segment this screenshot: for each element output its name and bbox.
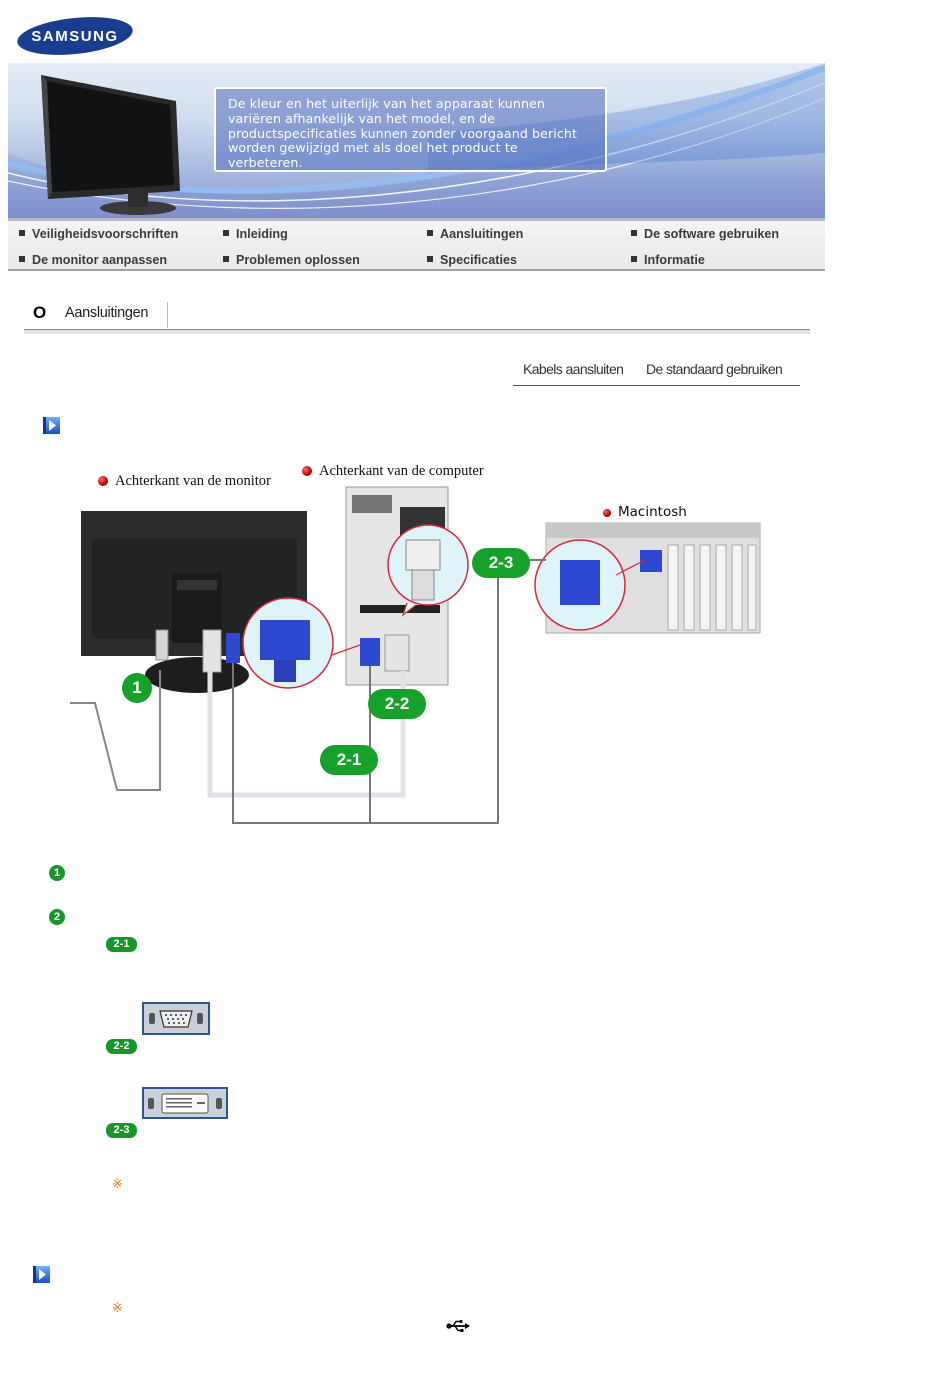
d-sub-connector-icon [142,1002,210,1035]
dsub-plug-mac [640,550,662,572]
nav-item-specificaties[interactable]: Specificaties [427,253,517,267]
connection-diagram-graphic [70,486,761,824]
connection-diagram: Achterkant van de monitor Achterkant van… [60,455,780,835]
bullet-square-icon [427,230,433,236]
label-macintosh: Macintosh [603,504,687,520]
dvi-zoom-connector [405,539,441,571]
sub-tabs: Kabels aansluiten De standaard gebruiken [513,360,800,386]
dvi-plug-computer [384,634,410,672]
dsub-plug-computer [360,638,380,666]
header-banner: De kleur en het uiterlijk van het appara… [8,63,825,218]
dvi-cable [207,670,406,798]
computer-vent [352,495,392,513]
substep-marker-2-3: 2-3 [106,1123,137,1138]
dsub-zoom-connector [260,620,310,660]
dvi-connector-icon [142,1087,228,1119]
bullet-square-icon [19,230,25,236]
power-cable [70,670,161,791]
nav-label: De monitor aanpassen [32,253,168,267]
substep-marker-2-1: 2-1 [106,937,137,952]
label-text: Macintosh [618,504,687,520]
nav-label: Informatie [644,253,705,267]
bullet-square-icon [631,230,637,236]
page-title: Aansluitingen [65,305,149,321]
dsub-cable [232,663,371,824]
notice-line: productspecificaties kunnen zonder voorg… [228,125,577,141]
nav-item-inleiding[interactable]: Inleiding [223,227,288,241]
mac-zoom-connector [560,560,600,605]
note-marker-icon: ※ [112,1176,123,1191]
macintosh-top [546,523,760,538]
section-header: O Aansluitingen [24,300,810,334]
dsub-zoom-cable [274,660,296,682]
nav-label: De software gebruiken [644,227,780,241]
section-marker: O [33,303,47,322]
monitor-product-image [38,71,188,216]
note-marker-icon: ※ [112,1300,123,1315]
red-dot-icon [603,509,611,517]
logo-text: SAMSUNG [31,28,118,45]
dvi-plug-monitor [202,629,222,673]
badge-1: 1 [122,673,152,703]
nav-item-informatie[interactable]: Informatie [631,253,705,267]
label-text: Achterkant van de computer [319,463,484,479]
dsub-plug-monitor [226,633,240,663]
label-computer-back: Achterkant van de computer [302,463,484,480]
nav-item-problemen-oplossen[interactable]: Problemen oplossen [223,253,360,267]
title-divider [167,302,168,328]
tab-kabels-aansluiten[interactable]: Kabels aansluiten [523,361,624,377]
main-navigation: Veiligheidsvoorschriften Inleiding Aansl… [8,218,825,271]
nav-label: Specificaties [440,253,518,267]
step-marker-2: 2 [49,909,65,925]
red-dot-icon [98,476,108,486]
product-notice-box: De kleur en het uiterlijk van het appara… [214,87,607,172]
section-arrow-icon [43,417,60,434]
tab-de-standaard-gebruiken[interactable]: De standaard gebruiken [646,361,783,377]
badge-2-1: 2-1 [320,745,378,775]
section-arrow-icon [33,1266,50,1283]
notice-line: variëren afhankelijk van het model, en d… [228,110,496,126]
monitor-stand-label [177,580,217,590]
nav-label: Inleiding [236,227,288,241]
monitor-stand-base [145,657,249,693]
bullet-square-icon [223,230,229,236]
title-underline [24,329,810,330]
nav-item-aansluitingen[interactable]: Aansluitingen [427,227,523,241]
label-monitor-back: Achterkant van de monitor [98,473,271,490]
bullet-square-icon [631,256,637,262]
notice-line: worden gewijzigd met als doel het produc… [228,140,518,156]
usb-icon [446,1319,470,1333]
macintosh-slots [667,544,757,631]
substep-marker-2-2: 2-2 [106,1039,137,1054]
nav-item-veiligheidsvoorschriften[interactable]: Veiligheidsvoorschriften [19,227,178,241]
label-text: Achterkant van de monitor [115,473,271,489]
nav-label: Aansluitingen [440,227,524,241]
nav-item-de-software-gebruiken[interactable]: De software gebruiken [631,227,779,241]
samsung-logo: SAMSUNG [16,16,134,56]
nav-label: Veiligheidsvoorschriften [32,227,179,241]
badge-2-3: 2-3 [472,548,530,578]
step-marker-1: 1 [49,865,65,881]
nav-item-de-monitor-aanpassen[interactable]: De monitor aanpassen [19,253,167,267]
notice-line: verbeteren. [228,155,303,171]
nav-label: Problemen oplossen [236,253,360,267]
bullet-square-icon [19,256,25,262]
badge-2-2: 2-2 [368,689,426,719]
power-plug [155,629,169,661]
bullet-square-icon [427,256,433,262]
dvi-zoom-cable [411,569,435,601]
notice-line: De kleur en het uiterlijk van het appara… [228,96,545,111]
bullet-square-icon [223,256,229,262]
title-band [24,330,810,334]
computer-slot [360,605,440,613]
red-dot-icon [302,466,312,476]
